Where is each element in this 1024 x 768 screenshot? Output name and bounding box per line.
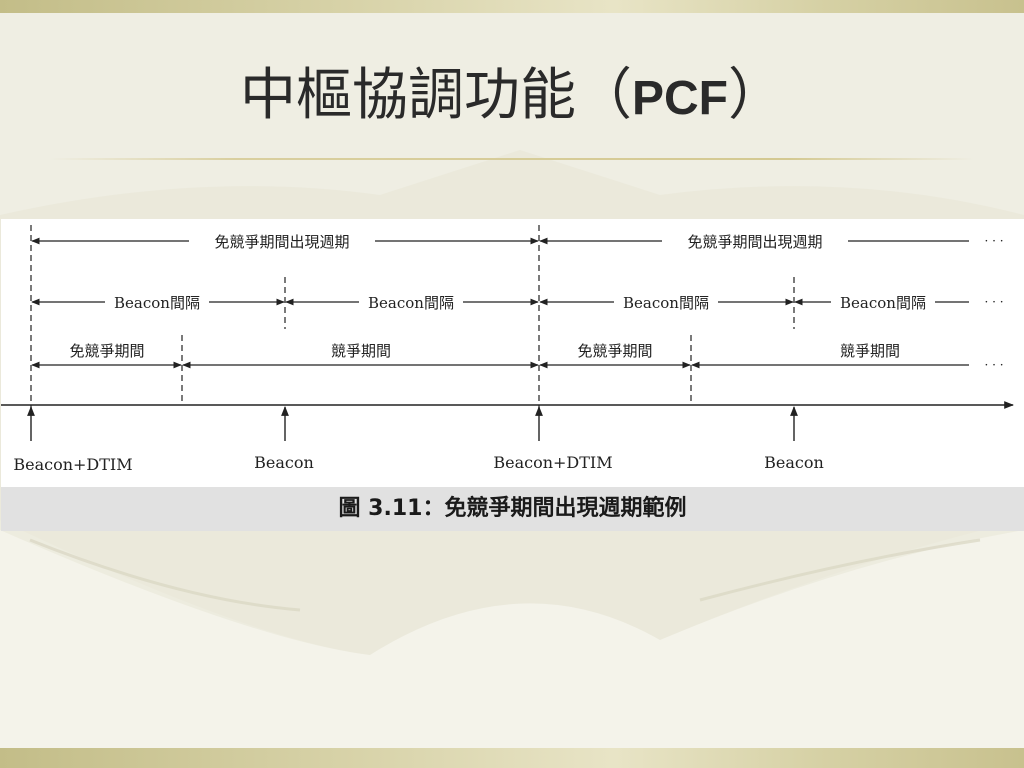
cfp-label-2: 免競爭期間: [577, 342, 652, 360]
title-acronym: PCF: [632, 72, 728, 125]
title-main: 中樞協調功能（: [240, 63, 632, 128]
cp-label-1: 競爭期間: [331, 342, 391, 360]
cfp-repetition-label-1: 免競爭期間出現週期: [214, 233, 349, 251]
title-underline: [50, 158, 974, 160]
pcf-timing-diagram: 免競爭期間出現週期 免競爭期間出現週期 · · · Beacon間隔 Beaco…: [1, 219, 1024, 487]
figure-caption-bar: 圖 3.11：免競爭期間出現週期範例: [1, 487, 1024, 531]
beacon-dtim-label-2: Beacon+DTIM: [493, 453, 612, 472]
title-close: ）: [728, 63, 784, 128]
cfp-repetition-label-2: 免競爭期間出現週期: [687, 233, 822, 251]
beacon-label-2: Beacon: [764, 453, 824, 472]
bottom-decoration-bar: [0, 748, 1024, 768]
beacon-interval-label-1: Beacon間隔: [114, 294, 200, 312]
beacon-interval-label-2: Beacon間隔: [368, 294, 454, 312]
beacon-dtim-label-1: Beacon+DTIM: [13, 455, 132, 474]
beacon-interval-label-4: Beacon間隔: [840, 294, 926, 312]
top-decoration-bar: [0, 0, 1024, 13]
timing-diagram-svg: 免競爭期間出現週期 免競爭期間出現週期 · · · Beacon間隔 Beaco…: [1, 225, 1014, 474]
beacon-interval-label-3: Beacon間隔: [623, 294, 709, 312]
continuation-dots-row2: · · ·: [984, 295, 1003, 309]
continuation-dots-row3: · · ·: [984, 358, 1003, 372]
figure-caption: 圖 3.11：免競爭期間出現週期範例: [338, 496, 687, 521]
beacon-label-1: Beacon: [254, 453, 314, 472]
slide-title: 中樞協調功能（PCF）: [0, 58, 1024, 137]
cp-label-2: 競爭期間: [840, 342, 900, 360]
cfp-label-1: 免競爭期間: [69, 342, 144, 360]
continuation-dots-row1: · · ·: [984, 234, 1003, 248]
